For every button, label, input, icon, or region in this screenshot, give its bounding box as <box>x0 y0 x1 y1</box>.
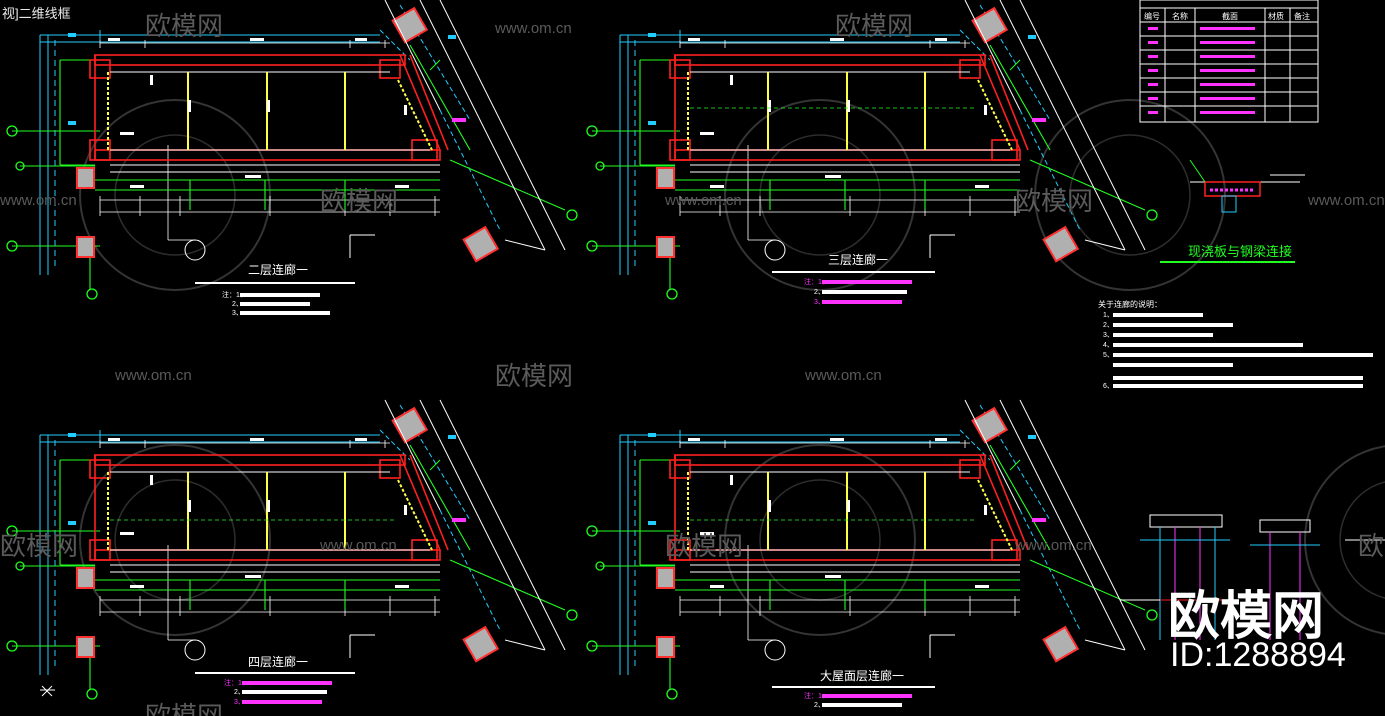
svg-text:5、: 5、 <box>1103 352 1114 359</box>
watermark-logo-large: 欧模网 <box>1168 588 1325 646</box>
watermark-url: www.om.cn <box>319 537 397 554</box>
legend-header-cell: 编号 <box>1144 11 1160 21</box>
watermark-brand: 欧模网 <box>835 11 913 41</box>
watermark-brand: 欧模网 <box>1015 186 1093 216</box>
watermark-url: www.om.cn <box>804 367 882 384</box>
svg-text:注：1、: 注：1、 <box>222 290 247 299</box>
svg-text:3、: 3、 <box>232 310 243 317</box>
svg-text:6、: 6、 <box>1103 383 1114 390</box>
legend-header-cell: 材质 <box>1268 11 1284 21</box>
legend-header-cell: 备注 <box>1294 11 1310 21</box>
svg-text:1、: 1、 <box>1103 312 1114 319</box>
svg-text:4、: 4、 <box>1103 342 1114 349</box>
watermark-brand: 欧模网 <box>145 11 223 41</box>
detail-title: 现浇板与钢梁连接 <box>1188 244 1292 259</box>
svg-text:3、: 3、 <box>814 299 825 306</box>
section-details <box>1120 514 1385 640</box>
svg-text:2、: 2、 <box>1103 322 1114 329</box>
watermark-brand: 欧模网 <box>145 701 223 716</box>
slab-lines <box>110 107 975 521</box>
viewport-label: 视]二维线框 <box>2 6 71 21</box>
watermark-url: www.om.cn <box>1014 537 1092 554</box>
watermark-url: www.om.cn <box>664 192 742 209</box>
watermark-url: www.om.cn <box>494 20 572 37</box>
slab-steel-beam-detail <box>1160 159 1305 263</box>
svg-text:注：1、: 注：1、 <box>804 277 829 286</box>
legend-table-header: 编号 名称 截面 材质 备注 <box>1144 11 1310 21</box>
detail-notes-lines <box>1113 313 1373 388</box>
svg-text:2、: 2、 <box>234 689 245 696</box>
panel-title-roof: 大屋面层连廊一 <box>820 668 904 683</box>
svg-text:注：1、: 注：1、 <box>804 691 829 700</box>
panel-title-floor3: 三层连廊一 <box>828 252 888 267</box>
watermark-brand: 欧模网 <box>665 531 743 561</box>
ucs-icon <box>40 685 55 697</box>
legend-header-cell: 名称 <box>1172 11 1188 21</box>
title-underlines <box>195 271 935 688</box>
watermark-brand: 欧模网 <box>1358 531 1385 561</box>
note-prefixes: 注：1、 2、 3、 注：1、 2、 3、 注：1、 2、 3、 注：1、 2、… <box>222 277 1114 709</box>
legend-header-cell: 截面 <box>1222 11 1238 21</box>
svg-text:注：1、: 注：1、 <box>224 678 249 687</box>
watermark-texts: 欧模网 欧模网 欧模网 欧模网 欧模网 欧模网 欧模网 欧模网 欧模网 www.… <box>0 11 1385 716</box>
watermark-url: www.om.cn <box>114 367 192 384</box>
svg-text:2、: 2、 <box>814 702 825 709</box>
watermark-brand: 欧模网 <box>320 186 398 216</box>
svg-text:3、: 3、 <box>234 699 245 706</box>
watermark-brand: 欧模网 <box>495 361 573 391</box>
note-lines <box>240 280 912 707</box>
panel-title-floor4: 四层连廊一 <box>248 654 308 669</box>
watermark-brand: 欧模网 <box>0 531 78 561</box>
detail-notes-title: 关于连廊的说明： <box>1098 299 1162 309</box>
watermark-url: www.om.cn <box>0 192 77 209</box>
legend-table-entries <box>1148 27 1255 114</box>
svg-text:3、: 3、 <box>1103 332 1114 339</box>
panel-title-floor2: 二层连廊一 <box>248 262 308 277</box>
legend-table <box>1139 0 1319 123</box>
svg-text:2、: 2、 <box>814 289 825 296</box>
svg-text:2、: 2、 <box>232 301 243 308</box>
watermark-url: www.om.cn <box>1307 192 1385 209</box>
watermark-id: ID:1288894 <box>1170 636 1346 674</box>
